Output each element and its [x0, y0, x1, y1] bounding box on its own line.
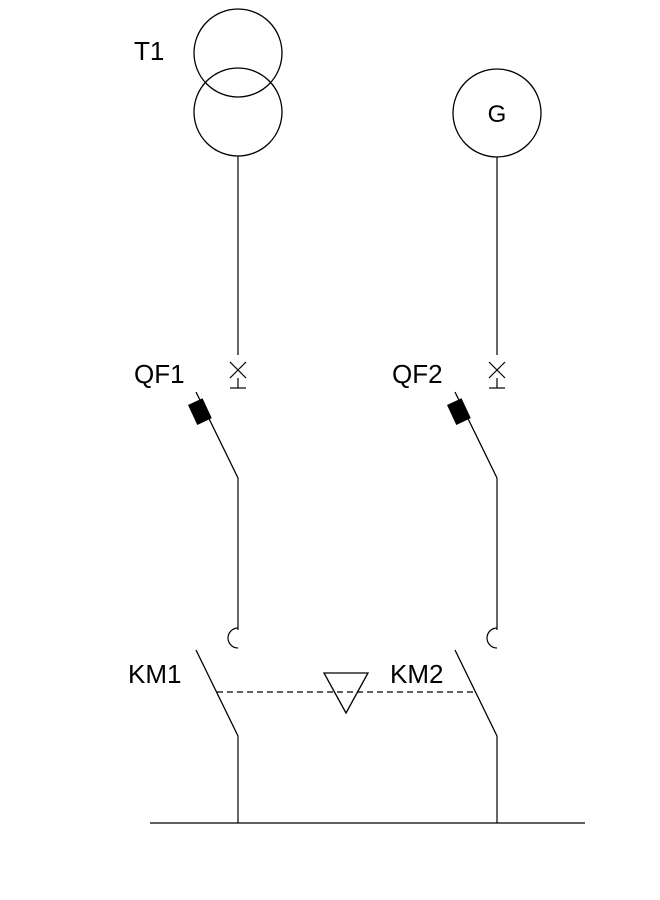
contactor-km1-arc — [227, 627, 239, 649]
interlock-triangle — [322, 672, 370, 715]
contactor-km2-blade — [454, 649, 498, 737]
breaker-qf1-label: QF1 — [134, 359, 185, 389]
transformer-t1 — [193, 8, 283, 157]
breaker-qf2-trip-mark — [488, 361, 506, 389]
generator-label: G — [488, 101, 507, 128]
breaker-qf2-blade — [447, 391, 498, 479]
breaker-qf2-label: QF2 — [392, 359, 443, 389]
contactor-km2-arc — [486, 627, 498, 649]
transformer-label: T1 — [134, 36, 164, 66]
breaker-qf1-trip-mark — [229, 361, 247, 389]
transformer-lower-winding — [193, 67, 283, 157]
transformer-upper-winding — [193, 8, 283, 98]
contactor-km2-label: KM2 — [390, 659, 443, 689]
breaker-qf1-blade — [188, 391, 239, 479]
contactor-km1-blade — [195, 649, 239, 737]
contactor-km1-label: KM1 — [128, 659, 181, 689]
